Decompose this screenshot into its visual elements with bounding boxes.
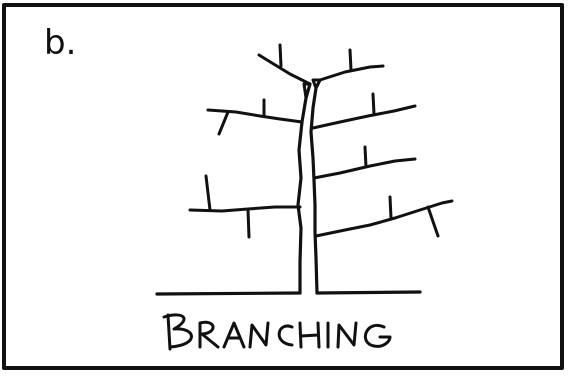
trunk-left-edge xyxy=(298,84,310,293)
ground-line xyxy=(157,292,420,294)
trunk-right-edge xyxy=(311,80,320,293)
twig-top-right xyxy=(350,50,351,70)
twig-top-left xyxy=(280,45,281,66)
branch-upper-right xyxy=(313,106,415,128)
twig-middle-right xyxy=(365,147,366,167)
twig-upper-right xyxy=(373,94,374,114)
twig-lower-right-a xyxy=(390,197,391,218)
caption-handwriting xyxy=(160,309,430,355)
panel-label: b. xyxy=(44,26,76,60)
twig-lower-right-b xyxy=(428,207,438,236)
twig-lower-left-a xyxy=(206,176,210,210)
branch-upper-left xyxy=(208,110,302,122)
caption-branching: BRANCHING xyxy=(160,309,430,355)
branch-lower-left xyxy=(190,207,300,211)
branch-top-left xyxy=(259,55,310,84)
twig-upper-left-b xyxy=(219,112,228,134)
twig-lower-left-b xyxy=(248,210,249,237)
